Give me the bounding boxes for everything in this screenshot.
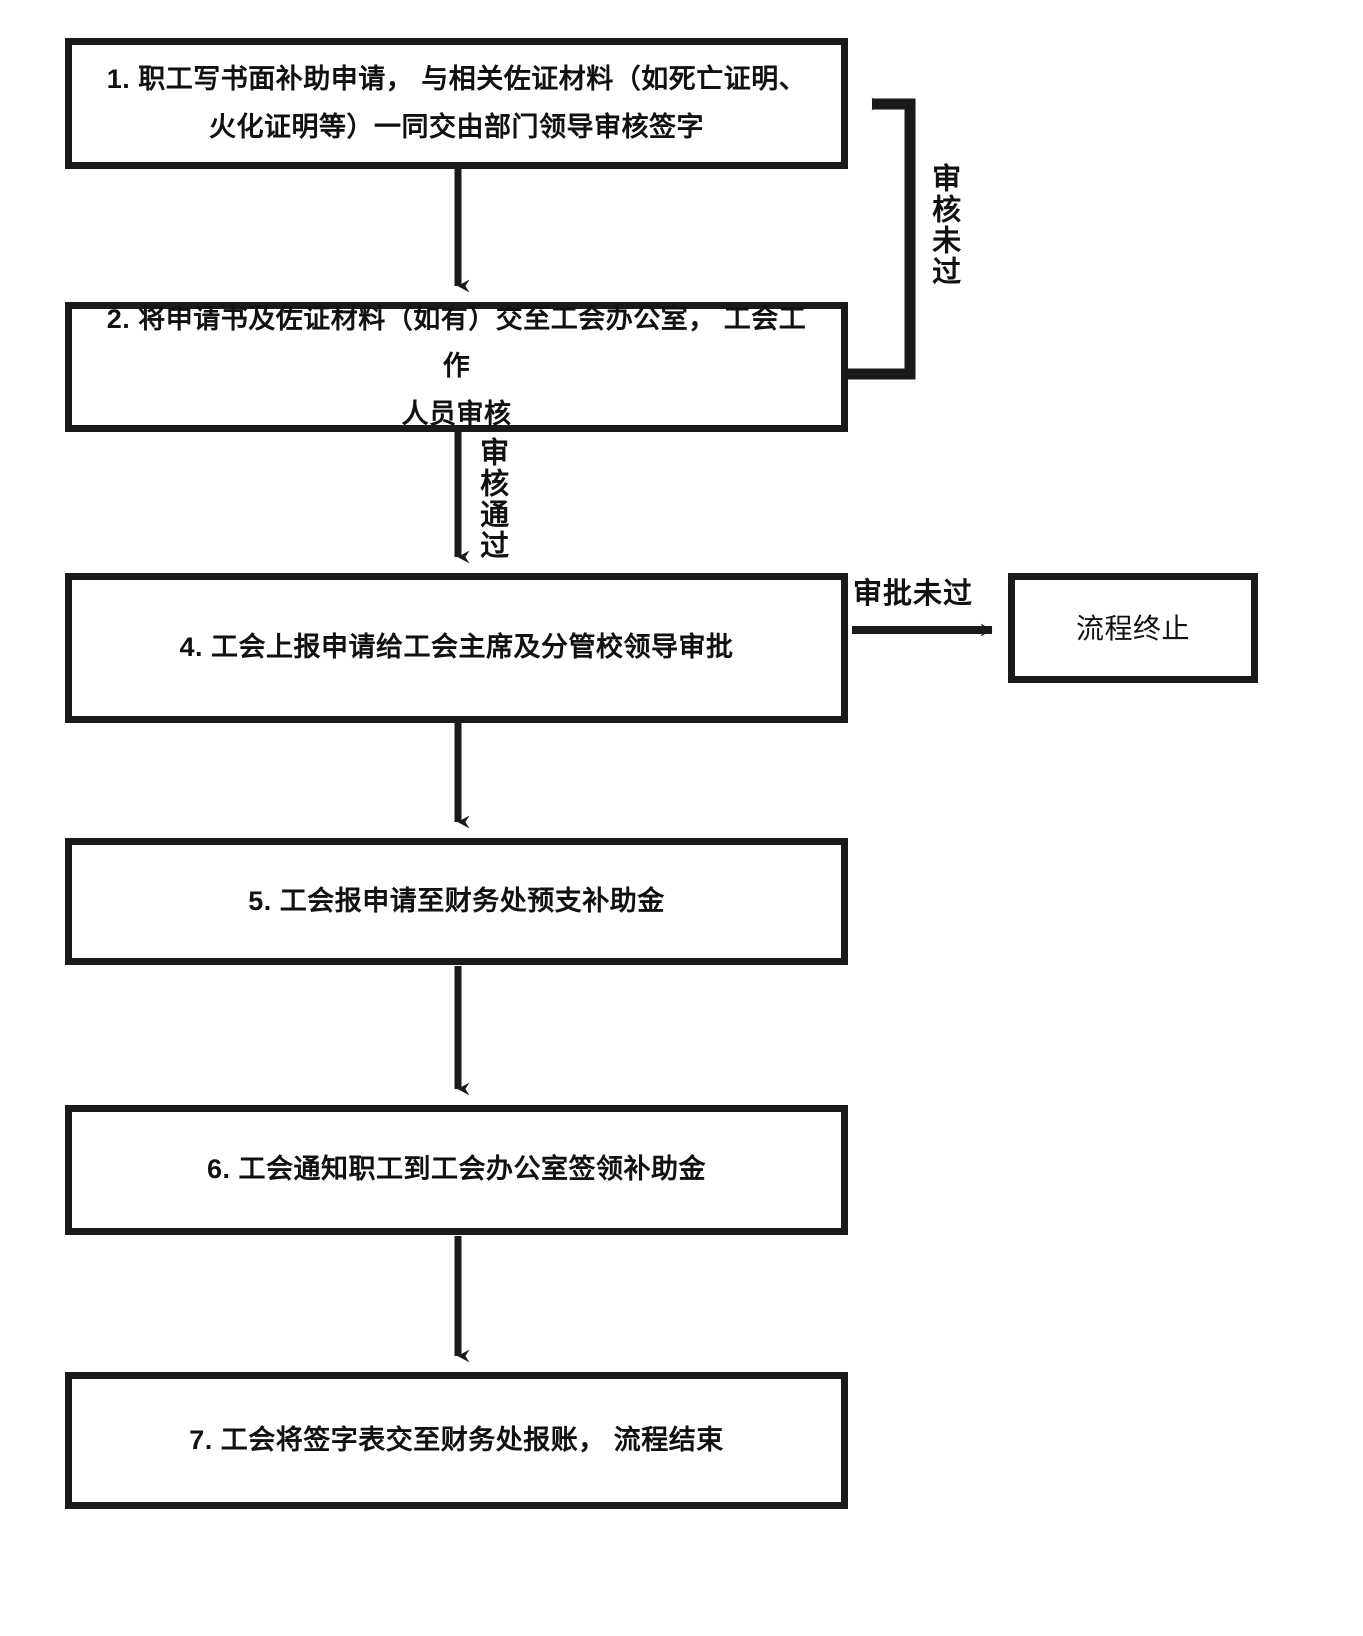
terminal-node-process-end-label: 流程终止 (1075, 612, 1190, 644)
edge-step2-to-step1-rejected (848, 97, 916, 380)
process-node-step-5[interactable]: 5. 工会报申请至财务处预支补助金 (65, 838, 848, 965)
process-node-step-1-label: 1. 职工写书面补助申请， 与相关佐证材料（如死亡证明、 火化证明等）一同交由部… (106, 64, 807, 142)
process-node-step-1[interactable]: 1. 职工写书面补助申请， 与相关佐证材料（如死亡证明、 火化证明等）一同交由部… (65, 38, 848, 169)
process-node-step-7-label: 7. 工会将签字表交至财务处报账， 流程结束 (189, 1424, 724, 1455)
process-node-step-2[interactable]: 2. 将申请书及佐证材料（如有）交至工会办公室， 工会工作 人员审核 (65, 302, 848, 432)
terminal-node-process-end[interactable]: 流程终止 (1008, 573, 1258, 683)
process-node-step-4-label: 4. 工会上报申请给工会主席及分管校领导审批 (179, 632, 734, 663)
process-node-step-2-label: 2. 将申请书及佐证材料（如有）交至工会办公室， 工会工作 人员审核 (106, 304, 807, 429)
edge-label-review-passed: 审核通过 (475, 437, 508, 561)
process-node-step-4[interactable]: 4. 工会上报申请给工会主席及分管校领导审批 (65, 573, 848, 723)
edge-label-approval-rejected: 审批未过 (853, 578, 974, 610)
edge-label-review-rejected: 审核未过 (927, 163, 960, 287)
process-node-step-6-label: 6. 工会通知职工到工会办公室签领补助金 (206, 1154, 707, 1185)
process-node-step-5-label: 5. 工会报申请至财务处预支补助金 (248, 885, 665, 916)
process-node-step-7[interactable]: 7. 工会将签字表交至财务处报账， 流程结束 (65, 1372, 848, 1509)
process-node-step-6[interactable]: 6. 工会通知职工到工会办公室签领补助金 (65, 1105, 848, 1235)
